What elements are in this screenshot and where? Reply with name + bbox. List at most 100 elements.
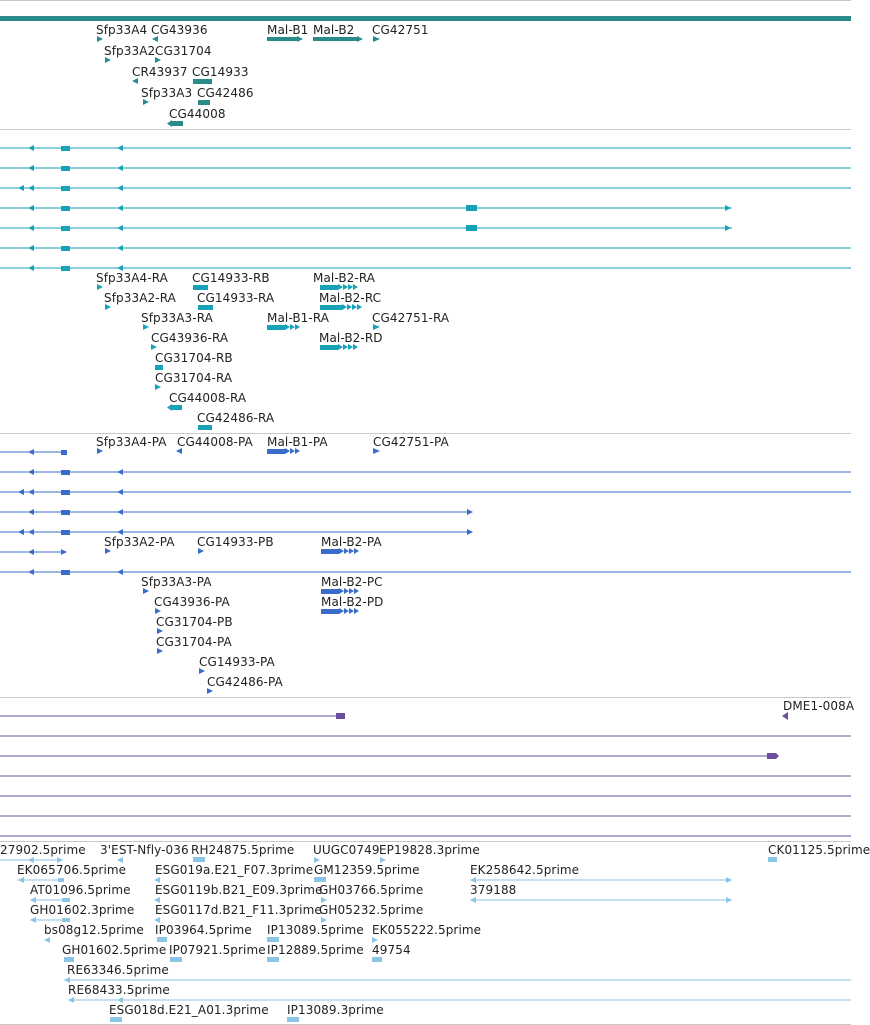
mrna-label[interactable]: DME1-008A [783, 699, 855, 713]
protein-glyph-mal-b1-pa[interactable] [267, 448, 300, 454]
transcript-label[interactable]: CG14933-RB [192, 271, 270, 285]
transcript-label[interactable]: CG42751-RA [372, 311, 450, 325]
protein-label[interactable]: Mal-B2-PC [321, 575, 383, 589]
protein-row[interactable] [0, 529, 473, 535]
transcript-row[interactable] [0, 185, 851, 191]
protein-row[interactable] [0, 489, 851, 495]
est-label[interactable]: 3'EST-Nfly-036 [100, 843, 189, 857]
est-label[interactable]: UUGC0749 [313, 843, 380, 857]
protein-label[interactable]: CG31704-PA [156, 635, 232, 649]
gene-glyph-cg44008[interactable] [167, 120, 183, 127]
protein-label[interactable]: CG42751-PA [373, 435, 449, 449]
protein-label[interactable]: Mal-B1-PA [267, 435, 328, 449]
protein-label[interactable]: CG42486-PA [207, 675, 283, 689]
protein-row[interactable] [0, 549, 67, 555]
est-label[interactable]: EK055222.5prime [372, 923, 482, 937]
gene-glyph-mal-b2[interactable] [313, 36, 363, 42]
est-label[interactable]: GH05232.5prime [319, 903, 424, 917]
est-label[interactable]: RH24875.5prime [191, 843, 295, 857]
transcript-label[interactable]: CG43936-RA [151, 331, 229, 345]
gene-glyph-cg14933[interactable] [193, 79, 212, 84]
mrna-row[interactable] [0, 753, 779, 759]
est-label[interactable]: AT01096.5prime [30, 883, 131, 897]
protein-row[interactable] [0, 469, 851, 475]
gene-glyph-mal-b1[interactable] [267, 36, 303, 42]
gene-label[interactable]: CG14933 [192, 65, 249, 79]
transcript-label[interactable]: CG44008-RA [169, 391, 247, 405]
gene-glyph-cg31704[interactable] [155, 57, 161, 63]
protein-label[interactable]: CG43936-PA [154, 595, 230, 609]
transcript-label[interactable]: Mal-B2-RA [313, 271, 376, 285]
transcript-row[interactable] [0, 165, 851, 171]
protein-label[interactable]: Sfp33A4-PA [96, 435, 167, 449]
est-label[interactable]: 379188 [470, 883, 517, 897]
mrna-row[interactable] [0, 713, 345, 719]
protein-glyph-mal-b2-pc[interactable] [321, 588, 359, 594]
protein-label[interactable]: Sfp33A2-PA [104, 535, 175, 549]
gene-glyph-sfp33a3[interactable] [143, 99, 149, 105]
est-label[interactable]: ESG019a.E21_F07.3prime [155, 863, 314, 877]
protein-row[interactable] [0, 569, 851, 575]
protein-label[interactable]: CG14933-PA [199, 655, 275, 669]
gene-glyph-cg42486[interactable] [198, 100, 210, 105]
est-label[interactable]: CK01125.5prime [768, 843, 870, 857]
protein-label[interactable]: Mal-B2-PD [321, 595, 384, 609]
protein-label[interactable]: Sfp33A3-PA [141, 575, 212, 589]
gene-label[interactable]: CG42751 [372, 23, 429, 37]
protein-label[interactable]: CG14933-PB [197, 535, 274, 549]
est-label[interactable]: IP07921.5prime [169, 943, 266, 957]
est-label[interactable]: 27902.5prime [0, 843, 86, 857]
gene-label[interactable]: CG44008 [169, 107, 226, 121]
est-label[interactable]: 49754 [372, 943, 411, 957]
est-label[interactable]: GM12359.5prime [314, 863, 420, 877]
transcript-label[interactable]: CG31704-RB [155, 351, 233, 365]
est-label[interactable]: GH01602.5prime [62, 943, 167, 957]
est-label[interactable]: GH01602.3prime [30, 903, 135, 917]
protein-glyph-mal-b2-pa[interactable] [321, 548, 359, 554]
est-label[interactable]: GH03766.5prime [319, 883, 424, 897]
gene-glyph-sfp33a4[interactable] [97, 36, 103, 42]
transcript-glyph-mal-b2-rd[interactable] [320, 344, 358, 350]
transcript-label[interactable]: Sfp33A4-RA [96, 271, 168, 285]
gene-glyph-cg43936[interactable] [152, 36, 158, 42]
transcript-glyph-mal-b2-rc[interactable] [320, 304, 362, 310]
gene-label[interactable]: CG42486 [197, 86, 254, 100]
protein-label[interactable]: CG44008-PA [177, 435, 253, 449]
transcript-glyph-mal-b1-ra[interactable] [267, 324, 300, 330]
transcript-label[interactable]: CG31704-RA [155, 371, 233, 385]
protein-row[interactable] [0, 449, 67, 455]
transcript-label[interactable]: Sfp33A3-RA [141, 311, 213, 325]
transcript-label[interactable]: Mal-B1-RA [267, 311, 330, 325]
est-label[interactable]: ESG0117d.B21_F11.3prime [155, 903, 322, 917]
est-label[interactable]: ESG018d.E21_A01.3prime [109, 1003, 269, 1017]
gene-glyph-cg42751[interactable] [373, 36, 380, 42]
transcript-label[interactable]: Mal-B2-RD [319, 331, 383, 345]
gene-label[interactable]: CR43937 [132, 65, 188, 79]
gene-label[interactable]: Sfp33A2 [104, 44, 156, 58]
transcript-label[interactable]: Mal-B2-RC [319, 291, 382, 305]
est-label[interactable]: EP19828.3prime [379, 843, 480, 857]
est-label[interactable]: IP13089.3prime [287, 1003, 384, 1017]
est-label[interactable]: bs08g12.5prime [44, 923, 144, 937]
gene-label[interactable]: Sfp33A4 [96, 23, 148, 37]
protein-label[interactable]: CG31704-PB [156, 615, 233, 629]
gene-label[interactable]: Sfp33A3 [141, 86, 193, 100]
gene-label[interactable]: Mal-B2 [313, 23, 355, 37]
transcript-label[interactable]: Sfp33A2-RA [104, 291, 176, 305]
gene-label[interactable]: CG43936 [151, 23, 208, 37]
gene-glyph-cr43937[interactable] [132, 78, 138, 84]
transcript-row[interactable] [0, 205, 732, 211]
transcript-row[interactable] [0, 265, 851, 271]
est-label[interactable]: RE68433.5prime [68, 983, 170, 997]
transcript-row[interactable] [0, 245, 851, 251]
transcript-row[interactable] [0, 145, 851, 151]
gene-label[interactable]: CG31704 [155, 44, 212, 58]
est-label[interactable]: ESG0119b.B21_E09.3prime [155, 883, 323, 897]
est-label[interactable]: RE63346.5prime [67, 963, 169, 977]
protein-label[interactable]: Mal-B2-PA [321, 535, 382, 549]
transcript-label[interactable]: CG14933-RA [197, 291, 275, 305]
gene-glyph-sfp33a2[interactable] [105, 57, 111, 63]
transcript-row[interactable] [0, 225, 732, 231]
est-label[interactable]: IP03964.5prime [155, 923, 252, 937]
est-label[interactable]: IP12889.5prime [267, 943, 364, 957]
